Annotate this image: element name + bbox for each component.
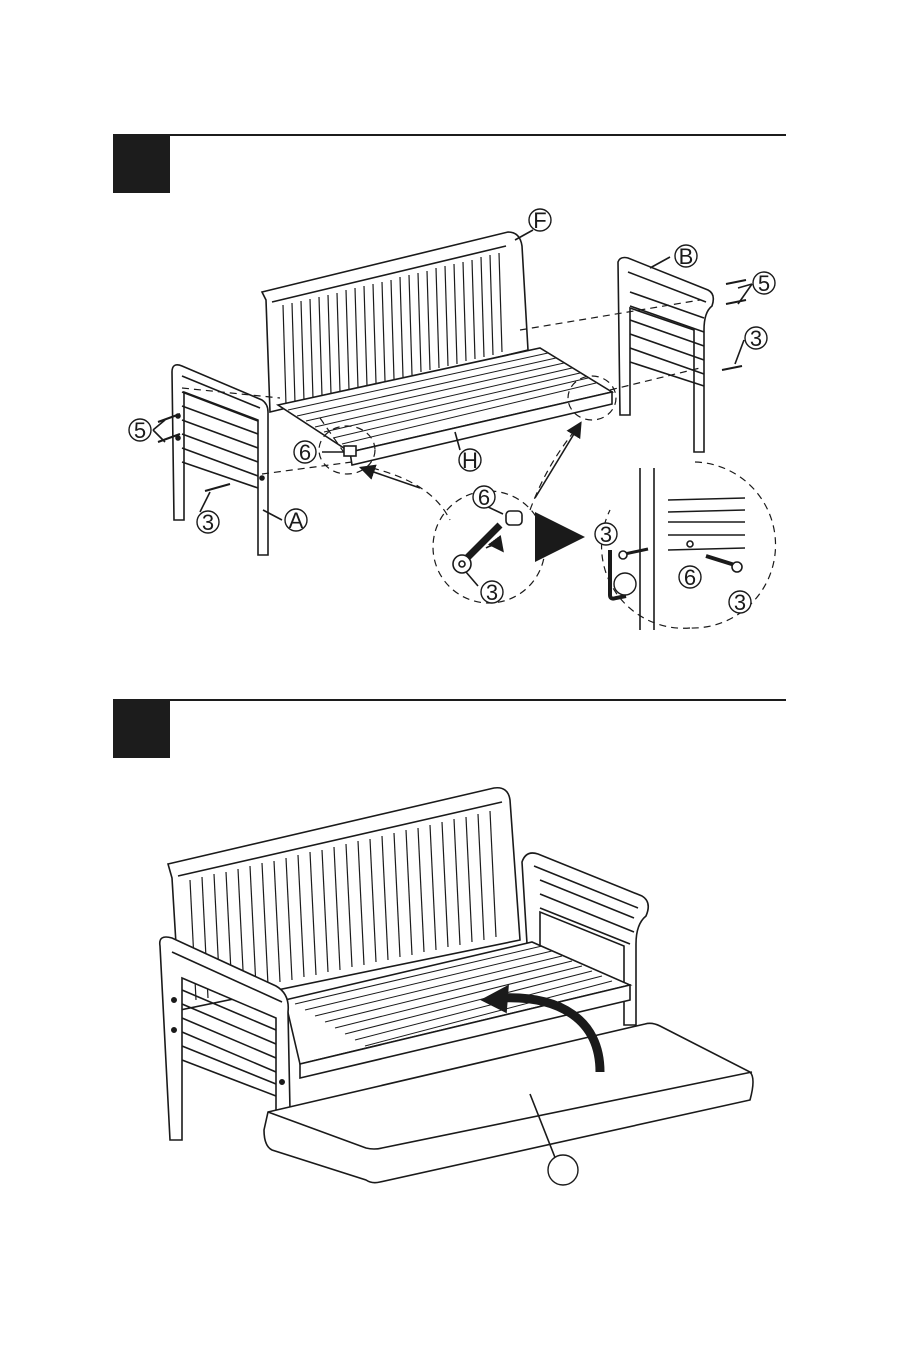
callout-5-right: 5 bbox=[758, 271, 770, 296]
callout-b: B bbox=[679, 244, 694, 269]
detail-bolt-and-nut bbox=[453, 506, 522, 586]
detail2-callout-3-top: 3 bbox=[600, 522, 612, 547]
bolt-hardware-3-left bbox=[205, 484, 230, 491]
callout-a: A bbox=[289, 508, 304, 533]
left-arm-part-a bbox=[172, 365, 268, 555]
right-arm-part-b bbox=[618, 258, 713, 453]
bolt-hardware-5-right bbox=[726, 280, 746, 304]
detail1-callout-3: 3 bbox=[486, 580, 498, 605]
callout-6: 6 bbox=[299, 440, 311, 465]
detail2-callout-3-bottom: 3 bbox=[734, 590, 746, 615]
barrel-nut-6 bbox=[344, 446, 356, 456]
detail2-callout-6: 6 bbox=[684, 565, 696, 590]
step-2-callouts bbox=[548, 1155, 578, 1185]
detail1-callout-6: 6 bbox=[478, 485, 490, 510]
callout-h: H bbox=[462, 448, 478, 473]
callout-3-left: 3 bbox=[202, 510, 214, 535]
bolt-hardware-3-right bbox=[722, 366, 742, 370]
step-2-illustration bbox=[160, 788, 753, 1183]
callout-f: F bbox=[533, 208, 546, 233]
callout-5-left: 5 bbox=[134, 418, 146, 443]
detail-installed-bolt bbox=[610, 468, 745, 630]
callout-3-right: 3 bbox=[750, 326, 762, 351]
